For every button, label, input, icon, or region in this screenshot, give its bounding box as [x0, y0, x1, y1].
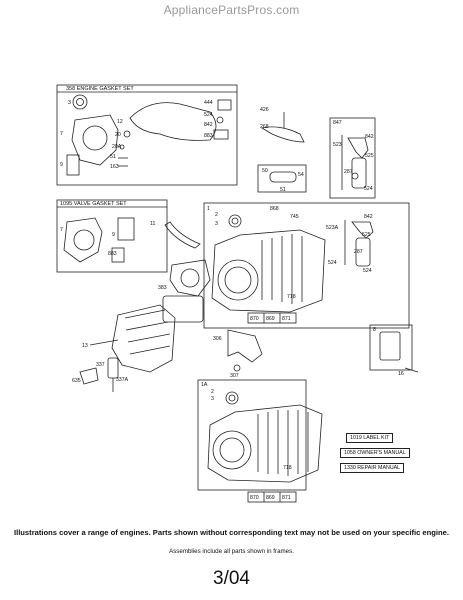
part-label: 12: [117, 119, 123, 125]
part-label: 20: [115, 132, 121, 138]
part-label: 9: [112, 232, 115, 238]
part-label: 525: [365, 153, 374, 159]
part-label: 426: [260, 107, 269, 113]
part-label: 718: [283, 465, 292, 471]
frame-label: 1: [207, 206, 210, 212]
frame-50: [257, 164, 307, 193]
part-label: 13: [82, 343, 88, 349]
part-label: 3: [215, 221, 218, 227]
frame-label: 50: [262, 168, 268, 174]
site-watermark: AppliancePartsPros.com: [163, 3, 300, 17]
part-label: 870: [250, 316, 259, 322]
part-label: 20A: [112, 144, 122, 150]
disclaimer-text: Illustrations cover a range of engines. …: [13, 528, 450, 537]
part-label: 524: [204, 112, 213, 118]
part-label: 383: [158, 285, 167, 291]
part-label: 523A: [326, 225, 339, 231]
part-label: 2: [215, 212, 218, 218]
valve-gasket-set-label: 1095 VALVE GASKET SET: [60, 201, 127, 207]
part-label: 883: [204, 133, 213, 139]
part-label: 524: [328, 260, 337, 266]
part-label: 2: [211, 389, 214, 395]
part-label: 871: [282, 495, 291, 501]
part-label: 635: [72, 378, 81, 384]
part-label: 842: [365, 134, 374, 140]
part-label: 268: [260, 124, 269, 130]
frame-label: 847: [333, 120, 342, 126]
part-label: 524: [363, 268, 372, 274]
part-label: 524: [364, 186, 373, 192]
part-label: 842: [204, 122, 213, 128]
engine-gasket-frame: [56, 84, 238, 186]
part-label: 9: [60, 162, 63, 168]
part-label: 842: [364, 214, 373, 220]
part-label: 3: [68, 100, 71, 106]
part-label: 869: [266, 316, 275, 322]
part-label: 7: [60, 131, 63, 137]
part-label: 3: [211, 396, 214, 402]
part-label: 307: [230, 373, 239, 379]
part-label: 869: [266, 495, 275, 501]
part-label: 525: [362, 232, 371, 238]
part-label: 306: [213, 336, 222, 342]
part-label: 870: [250, 495, 259, 501]
frame-1a: [197, 379, 307, 491]
frame-label: 8: [373, 327, 376, 333]
part-label: 51: [280, 187, 286, 193]
part-label: 883: [108, 251, 117, 257]
part-label: 337: [96, 362, 105, 368]
engine-gasket-set-label: 358 ENGINE GASKET SET: [66, 86, 134, 92]
part-label: 745: [290, 214, 299, 220]
valve-gasket-frame: [56, 199, 168, 273]
part-label: 718: [287, 294, 296, 300]
revision-date: 3/04: [213, 568, 250, 589]
frame-847: [329, 117, 376, 199]
frame-1: [203, 202, 410, 329]
assemblies-note: Assemblies include all parts shown in fr…: [169, 548, 294, 555]
part-label: 16: [398, 371, 404, 377]
frame-label: 1A: [201, 382, 208, 388]
owners-manual-box: 1058 OWNER'S MANUAL: [340, 448, 410, 458]
label-kit-box: 1019 LABEL KIT: [346, 433, 394, 443]
repair-manual-box: 1330 REPAIR MANUAL: [340, 463, 405, 473]
part-label: 337A: [116, 377, 129, 383]
part-label: 287: [344, 169, 353, 175]
part-label: 163: [110, 164, 119, 170]
part-label: 7: [60, 227, 63, 233]
frame-8: [369, 324, 413, 371]
part-label: 871: [282, 316, 291, 322]
part-label: 444: [204, 100, 213, 106]
part-label: 54: [298, 172, 304, 178]
part-label: 868: [270, 206, 279, 212]
part-label: 51: [110, 154, 116, 160]
part-label: 11: [150, 221, 155, 227]
part-label: 287: [354, 249, 363, 255]
part-label: 523: [333, 142, 342, 148]
